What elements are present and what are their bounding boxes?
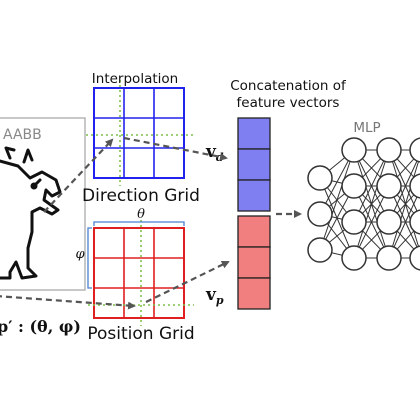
mlp-edge (353, 149, 390, 259)
mlp-node (376, 245, 402, 271)
mlp-edge (388, 189, 420, 259)
mlp-node (409, 137, 420, 163)
arrow-position-to-vector (145, 261, 230, 303)
vd-cell (237, 117, 271, 150)
concat-label-line1: Concatenation of (230, 78, 347, 94)
direction-grid (86, 80, 196, 186)
mlp-node (409, 209, 420, 235)
vd-cell (237, 179, 271, 212)
mlp-node (307, 237, 333, 263)
point-label: p′ : (θ, φ) (0, 317, 81, 336)
aabb-box: AABB (0, 117, 86, 291)
flow-arrows (0, 136, 302, 310)
mlp-node (307, 201, 333, 227)
mlp-node (341, 173, 367, 199)
phi-label: φ (75, 247, 85, 262)
direction-grid-label: Direction Grid (82, 186, 200, 206)
mlp-label: MLP (353, 120, 380, 136)
vp-cell (237, 277, 271, 310)
arrow-to-direction-grid (43, 138, 114, 213)
vp-label: vp (205, 285, 224, 307)
mlp-node (376, 209, 402, 235)
concat-label-line2: feature vectors (237, 95, 340, 111)
aabb-label: AABB (3, 127, 42, 143)
vp-cell (237, 246, 271, 279)
mlp-node (376, 137, 402, 163)
interpolation-label: Interpolation (92, 71, 178, 87)
position-grid-label: Position Grid (87, 324, 194, 344)
creature-drawing (0, 146, 62, 280)
arrow-to-position-grid (0, 295, 136, 310)
mlp-node (307, 165, 333, 191)
mlp-node (376, 173, 402, 199)
arrow-direction-to-vector (123, 136, 228, 161)
theta-label: θ (137, 207, 145, 222)
feature-vector-column (237, 117, 271, 310)
mlp-edge (319, 149, 355, 251)
mlp-node (341, 209, 367, 235)
mlp-node (341, 245, 367, 271)
phi-bracket (87, 227, 92, 289)
mlp-node (409, 245, 420, 271)
position-grid (88, 220, 194, 326)
mlp-edge (388, 153, 420, 223)
vd-label: vd (205, 142, 224, 164)
mlp-edge (353, 185, 390, 259)
vp-cell (237, 215, 271, 248)
vd-cell (237, 148, 271, 181)
mlp-edge (388, 154, 420, 259)
mlp-nodes (307, 137, 420, 271)
mlp-node (409, 173, 420, 199)
mlp-edges (319, 149, 420, 259)
mlp-node (341, 137, 367, 163)
theta-bracket (93, 221, 185, 226)
mlp-edge (353, 149, 390, 223)
